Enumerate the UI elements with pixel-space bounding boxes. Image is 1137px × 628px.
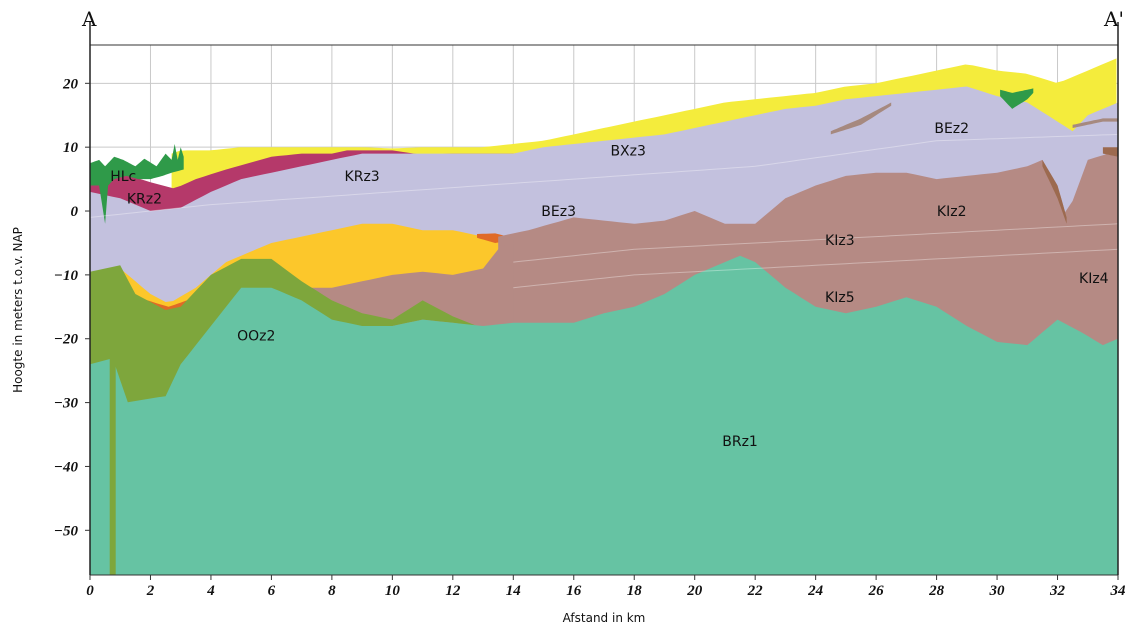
- y-tick-label: 0: [71, 204, 79, 220]
- unit-label-OOz2: OOz2: [237, 329, 275, 345]
- x-tick-label: 4: [206, 583, 215, 599]
- section-end-label: A': [1103, 7, 1124, 31]
- layer-brown-wedge-east: [1102, 147, 1118, 157]
- unit-label-BXz3: BXz3: [610, 143, 645, 159]
- y-tick-label: 10: [63, 140, 79, 156]
- x-tick-label: 24: [807, 583, 824, 599]
- layer-boring-stripe: [109, 268, 116, 575]
- x-axis-label: Afstand in km: [563, 611, 646, 625]
- layer-BRz1: [90, 255, 1118, 575]
- y-tick-label: 20: [62, 76, 79, 92]
- x-tick-label: 6: [268, 583, 276, 599]
- x-tick-label: 14: [506, 583, 522, 599]
- y-tick-label: −40: [54, 459, 79, 475]
- kiz-bedding-line: [513, 223, 1118, 263]
- unit-label-BEz3: BEz3: [541, 204, 576, 220]
- bez-bedding-line: [90, 133, 1118, 218]
- x-tick-label: 8: [328, 583, 336, 599]
- unit-label-BEz2: BEz2: [934, 121, 969, 137]
- layer-brown-wedge: [1042, 159, 1067, 224]
- x-tick-label: 16: [566, 583, 582, 599]
- unit-label-KRz2: KRz2: [127, 191, 162, 207]
- unit-label-HLc: HLc: [110, 169, 136, 185]
- unit-label-KRz3: KRz3: [345, 169, 380, 185]
- x-tick-label: 12: [445, 583, 461, 599]
- y-axis-label: Hoogte in meters t.o.v. NAP: [11, 227, 25, 393]
- section-start-label: A: [81, 7, 97, 31]
- x-tick-label: 26: [868, 583, 885, 599]
- kiz-bedding-line: [513, 248, 1118, 289]
- x-tick-label: 2: [146, 583, 155, 599]
- layer-HLc-east: [1000, 88, 1034, 109]
- x-tick-label: 20: [686, 583, 703, 599]
- x-tick-label: 10: [385, 583, 401, 599]
- unit-label-KIz3: KIz3: [825, 233, 855, 249]
- unit-label-KIz5: KIz5: [825, 290, 855, 306]
- unit-label-KIz2: KIz2: [937, 204, 967, 220]
- unit-label-BRz1: BRz1: [722, 434, 758, 450]
- y-tick-label: −50: [54, 523, 79, 539]
- x-tick-label: 0: [86, 583, 94, 599]
- x-tick-label: 34: [1110, 583, 1127, 599]
- x-tick-label: 18: [627, 583, 643, 599]
- layer-brown-lens-east: [1072, 118, 1118, 128]
- layer-HLc: [90, 144, 184, 224]
- unit-label-KIz4: KIz4: [1079, 271, 1109, 287]
- x-tick-label: 30: [989, 583, 1006, 599]
- geological-layers: [90, 58, 1118, 575]
- y-tick-label: −30: [54, 396, 79, 412]
- x-tick-label: 22: [747, 583, 764, 599]
- y-tick-label: −20: [54, 332, 79, 348]
- layer-orange-lens-west: [126, 294, 187, 312]
- x-tick-label: 32: [1049, 583, 1066, 599]
- layer-brown-lens: [830, 102, 892, 135]
- y-tick-label: −10: [54, 268, 79, 284]
- x-tick-label: 28: [928, 583, 945, 599]
- layer-OOz2: [90, 258, 476, 575]
